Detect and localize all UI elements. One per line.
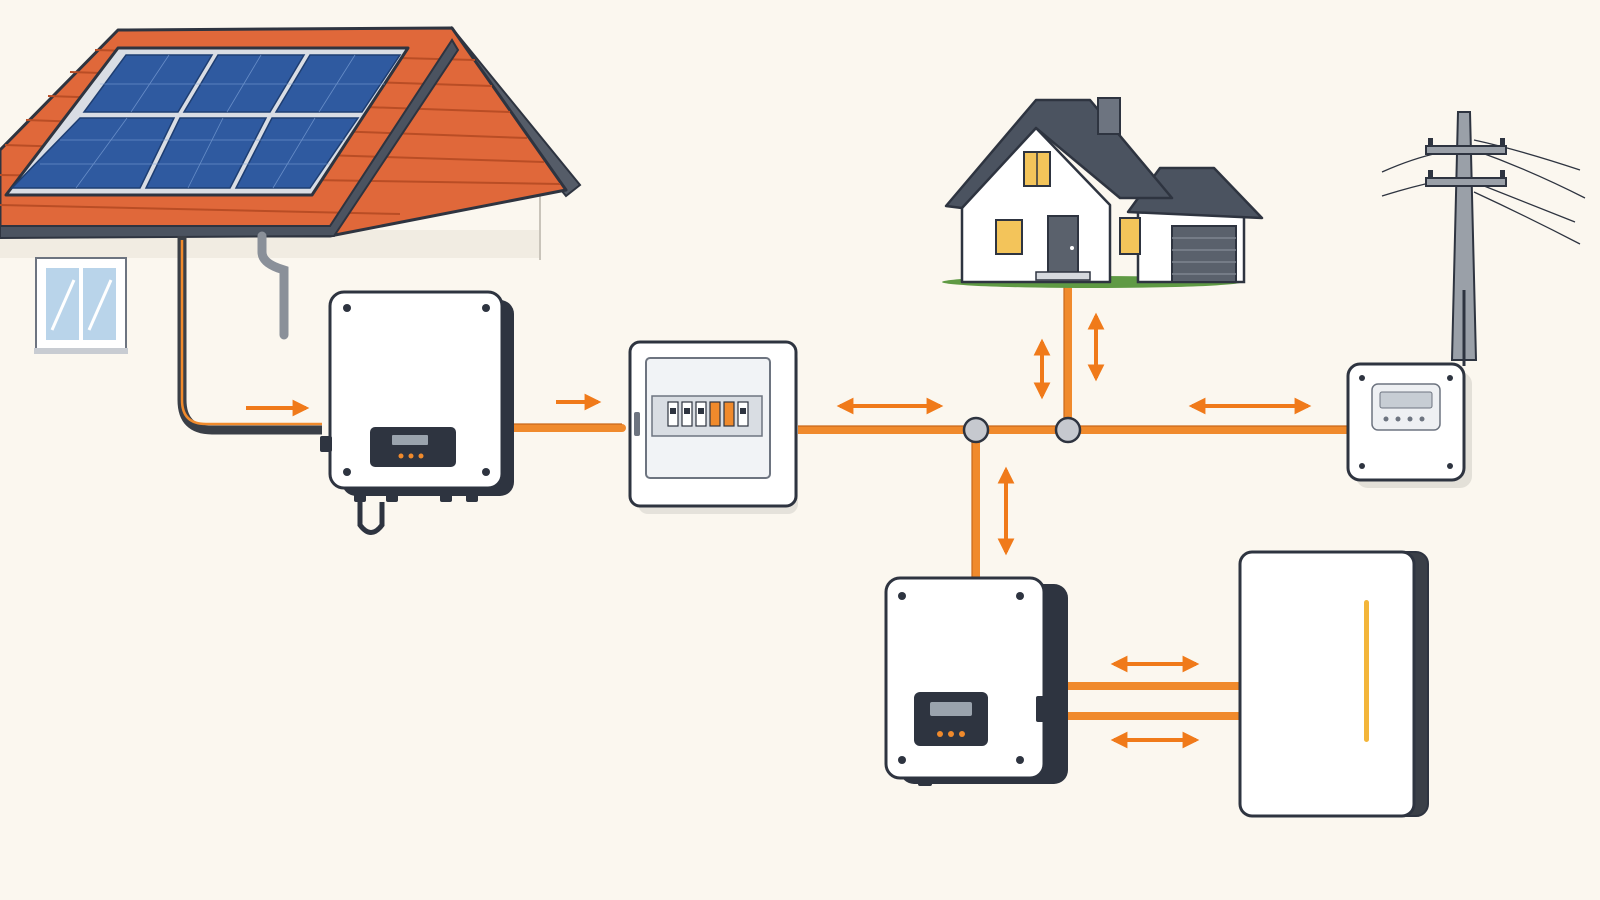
inverter-icon (884, 576, 1046, 780)
house-door (1047, 215, 1079, 277)
inverter-cable-loop (357, 502, 385, 535)
power-lines (1381, 139, 1586, 245)
inverter-screen (930, 702, 972, 716)
utility-grid (1381, 111, 1586, 366)
solar-panel-cells (10, 54, 402, 189)
junction-node-house (1054, 416, 1082, 444)
house-window (34, 257, 128, 354)
downpipe (257, 231, 289, 340)
insulators (1428, 138, 1505, 178)
dc-cable-highlight (180, 240, 322, 426)
breaker-panel-latch (634, 412, 640, 436)
power-pole-icon (1450, 111, 1478, 361)
flow-arrows (246, 312, 1312, 749)
inverter-connector (354, 488, 366, 502)
battery-icon (1238, 550, 1416, 818)
distribution-board (628, 340, 798, 514)
junction-node-battery (962, 416, 990, 444)
inverter-screen (392, 435, 428, 445)
dc-cable (177, 236, 322, 435)
house-window-left (995, 219, 1023, 255)
meter-screen (1379, 391, 1433, 409)
inverter-display-panel (914, 692, 988, 746)
solar-house (0, 25, 582, 900)
battery-status-light (1364, 600, 1369, 742)
battery-storage (1238, 550, 1429, 818)
inverter-display-panel (370, 427, 456, 467)
solar-cell-grid (40, 54, 385, 189)
battery-inverter (884, 576, 1068, 786)
house-window-right (1119, 217, 1141, 255)
crossarm-bottom (1425, 177, 1507, 187)
roof-fascia (0, 38, 460, 240)
pv-array (4, 46, 410, 197)
house-roof (944, 98, 1174, 210)
household-load (942, 97, 1264, 288)
house-steps (1035, 271, 1091, 281)
grid-meter (1346, 362, 1472, 488)
garage-door (1171, 225, 1237, 283)
chimney (1097, 97, 1121, 135)
pv-inverter (320, 290, 514, 535)
crossarm-top (1425, 145, 1507, 155)
